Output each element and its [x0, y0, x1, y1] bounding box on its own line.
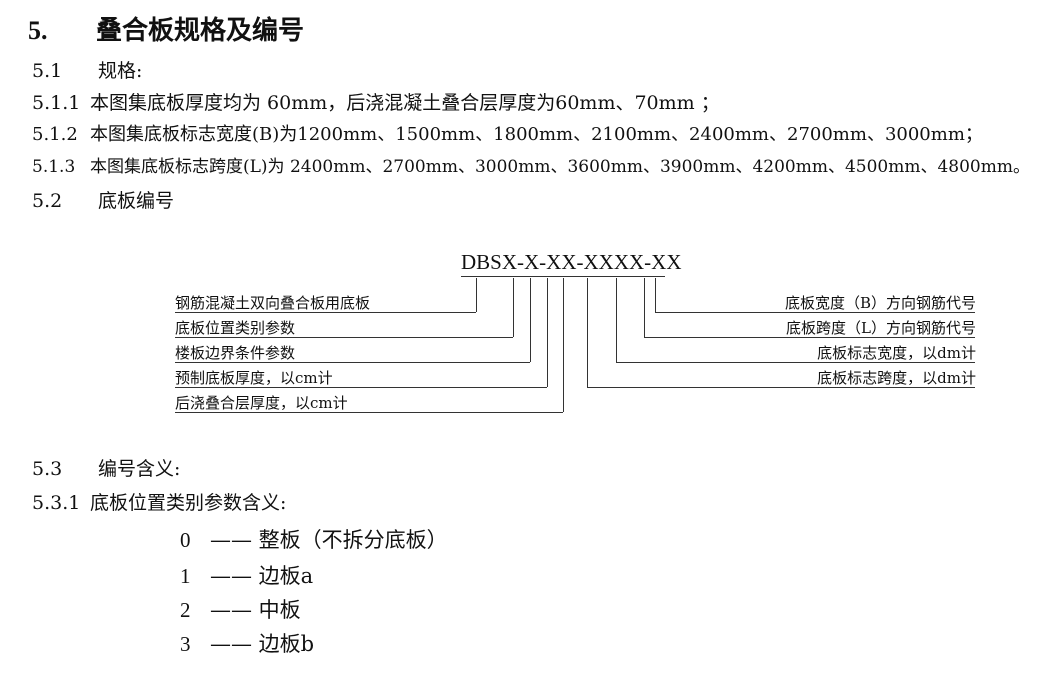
leader-v-right-3: [616, 278, 617, 362]
leader-h-left-3: [175, 362, 530, 363]
leader-v-left-2: [513, 278, 514, 337]
leader-v-right-1: [655, 278, 656, 312]
right-label-2: 底板跨度（L）方向钢筋代号: [786, 319, 976, 337]
leader-h-left-5: [175, 412, 563, 413]
meaning-item: 1 —— 边板a: [180, 560, 313, 590]
item-5-1-1: 5.1.1 本图集底板厚度均为 60mm，后浇混凝土叠合层厚度为60mm、70mm…: [32, 88, 720, 115]
left-label-2: 底板位置类别参数: [175, 319, 296, 337]
leader-v-left-4: [547, 278, 548, 387]
subsection-text: 编号含义:: [98, 458, 181, 480]
subsection-5-1: 5.1 规格:: [32, 56, 142, 83]
leader-h-left-2: [175, 337, 513, 338]
item-5-1-3: 5.1.3 本图集底板标志跨度(L)为 2400mm、2700mm、3000mm、…: [32, 152, 1030, 177]
subsection-5-3: 5.3 编号含义:: [32, 454, 180, 481]
item-number: 5.3.1: [32, 492, 81, 514]
item-text: 本图集底板标志跨度(L)为 2400mm、2700mm、3000mm、3600m…: [90, 157, 1030, 177]
meaning-item: 2 —— 中板: [180, 594, 301, 624]
meaning-number: 3: [180, 632, 191, 656]
item-number: 5.1.2: [32, 124, 78, 145]
right-label-1: 底板宽度（B）方向钢筋代号: [784, 294, 976, 312]
meaning-text: —— 边板b: [210, 632, 315, 656]
left-label-5: 后浇叠合层厚度，以cm计: [175, 394, 348, 412]
item-number: 5.1.3: [32, 157, 76, 177]
leader-v-left-5: [563, 278, 564, 412]
left-label-4: 预制底板厚度，以cm计: [175, 369, 333, 387]
subsection-number: 5.2: [32, 190, 63, 212]
meaning-text: —— 边板a: [210, 564, 314, 588]
meaning-number: 2: [180, 598, 191, 622]
leader-h-right-2: [644, 337, 975, 338]
code-underline: [461, 276, 665, 277]
right-label-3: 底板标志宽度，以dm计: [817, 344, 976, 362]
section-title-text: 叠合板规格及编号: [96, 16, 305, 46]
meaning-number: 0: [180, 528, 191, 552]
leader-h-right-1: [655, 312, 975, 313]
subsection-text: 规格:: [98, 60, 143, 82]
item-text: 本图集底板厚度均为 60mm，后浇混凝土叠合层厚度为60mm、70mm ；: [90, 92, 720, 114]
item-5-1-2: 5.1.2 本图集底板标志宽度(B)为1200mm、1500mm、1800mm、2…: [32, 120, 983, 146]
item-text: 底板位置类别参数含义:: [90, 492, 287, 514]
leader-v-left-3: [530, 278, 531, 362]
subsection-text: 底板编号: [98, 190, 175, 212]
item-5-3-1: 5.3.1 底板位置类别参数含义:: [32, 488, 286, 515]
left-label-3: 楼板边界条件参数: [175, 344, 296, 362]
leader-v-right-4: [587, 278, 588, 387]
section-number: 5.: [28, 16, 48, 45]
left-label-1: 钢筋混凝土双向叠合板用底板: [175, 294, 371, 312]
leader-h-left-4: [175, 387, 547, 388]
code-pattern: DBSX-X-XX-XXXX-XX: [461, 250, 682, 274]
leader-h-right-3: [616, 362, 975, 363]
right-label-4: 底板标志跨度，以dm计: [817, 369, 976, 387]
meaning-item: 0 —— 整板（不拆分底板）: [180, 524, 448, 554]
subsection-number: 5.3: [32, 458, 63, 480]
meaning-item: 3 —— 边板b: [180, 628, 314, 658]
subsection-number: 5.1: [32, 60, 63, 82]
meaning-text: —— 整板（不拆分底板）: [210, 528, 448, 552]
meaning-number: 1: [180, 564, 191, 588]
item-number: 5.1.1: [32, 92, 81, 114]
section-title: 5. 叠合板规格及编号: [28, 10, 304, 47]
item-text: 本图集底板标志宽度(B)为1200mm、1500mm、1800mm、2100mm…: [90, 124, 983, 145]
subsection-5-2: 5.2 底板编号: [32, 186, 174, 213]
leader-h-left-1: [175, 312, 476, 313]
leader-v-right-2: [644, 278, 645, 337]
leader-v-left-1: [476, 278, 477, 312]
leader-h-right-4: [587, 387, 975, 388]
meaning-text: —— 中板: [210, 598, 301, 622]
